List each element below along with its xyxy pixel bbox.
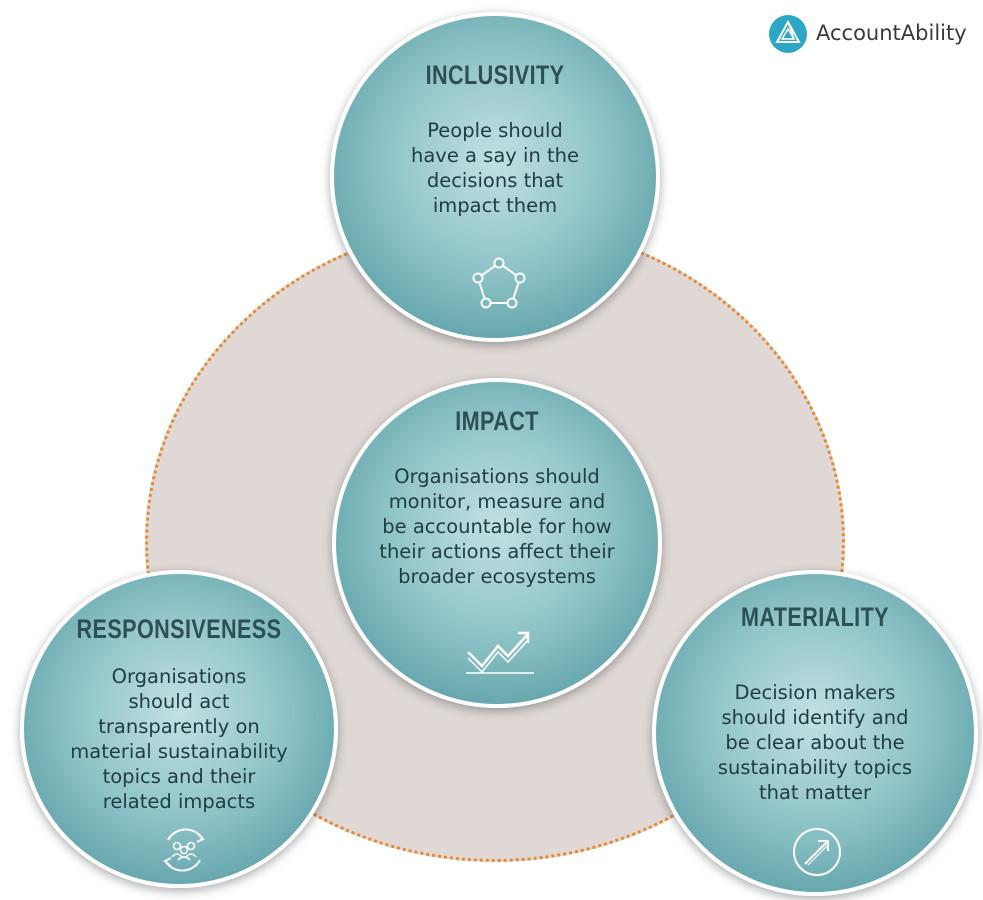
inclusivity-title: INCLUSIVITY [425, 60, 565, 90]
impact-circle: IMPACT Organisations should monitor, mea… [332, 378, 662, 708]
responsiveness-title: RESPONSIVENESS [76, 614, 282, 644]
people-cycle-icon [163, 828, 205, 872]
materiality-text: Decision makers should identify and be c… [717, 681, 913, 804]
impact-title: IMPACT [455, 406, 539, 436]
materiality-circle: MATERIALITY Decision makers should ident… [652, 570, 978, 896]
trend-up-chart-icon [466, 631, 534, 674]
triangle-logo-icon [769, 15, 807, 53]
network-pentagon-icon [472, 257, 526, 309]
materiality-title: MATERIALITY [741, 602, 889, 632]
responsiveness-circle: RESPONSIVENESS Organisations should act … [20, 570, 338, 888]
responsiveness-text: Organisations should act transparently o… [70, 665, 288, 813]
arrow-circle-icon [793, 828, 841, 876]
inclusivity-circle: INCLUSIVITY People should have a say in … [330, 12, 660, 342]
brand-name: AccountAbility [816, 21, 967, 45]
inclusivity-text: People should have a say in the decision… [410, 119, 580, 217]
impact-text: Organisations should monitor, measure an… [379, 465, 615, 588]
